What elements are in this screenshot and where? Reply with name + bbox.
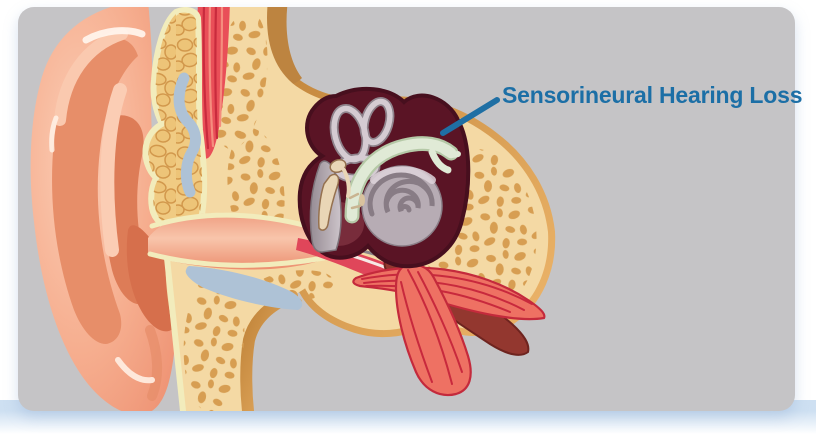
ear-canal [147, 212, 328, 310]
muscle-fibers-top [196, 7, 230, 159]
cartilage-flap [142, 7, 208, 234]
nerve-band [344, 136, 461, 224]
ear-scapha-shadow [52, 38, 138, 344]
cartilage-ribbon [173, 72, 201, 198]
outer-ear [30, 7, 181, 411]
annotation-label: Sensorineural Hearing Loss [502, 82, 803, 108]
inner-ear [297, 86, 471, 269]
pointer-line [440, 97, 500, 136]
ear-concha-shadow [126, 225, 180, 332]
ossicles [318, 158, 365, 231]
semicircular-canals [329, 97, 395, 183]
cartilage-lower [185, 266, 303, 310]
muscle-band-lower [394, 263, 472, 397]
cochlea [361, 165, 443, 247]
